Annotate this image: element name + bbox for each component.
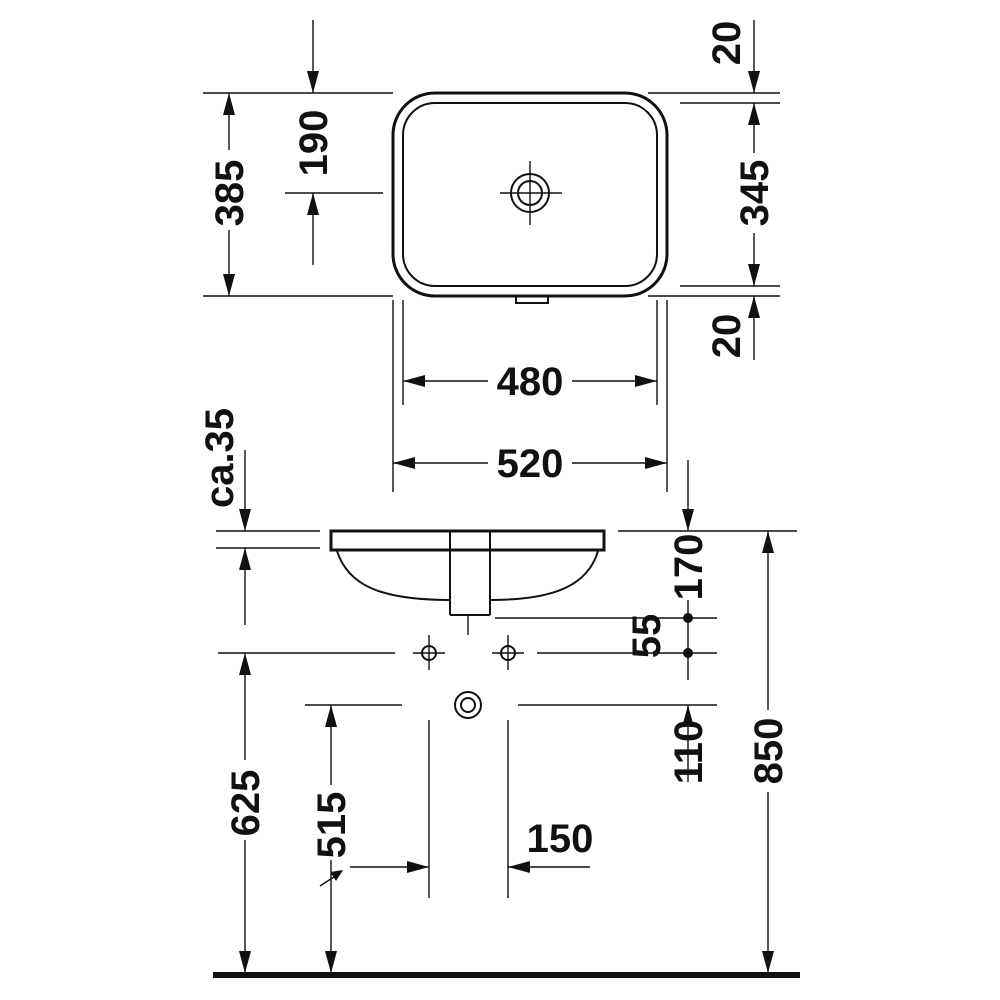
dim-520: 520 (393, 442, 667, 486)
basin-top-view (391, 91, 669, 304)
dim-850: 850 (747, 531, 791, 973)
dim-110-label: 110 (667, 720, 711, 785)
dim-625: 625 (224, 653, 268, 973)
dim-150-label: 150 (527, 817, 594, 861)
dim-345: 345 (733, 103, 777, 286)
dim-170: 170 (667, 460, 711, 623)
dim-480: 480 (403, 360, 657, 404)
side-view-extension-lines (216, 530, 797, 898)
dim-385: 385 (208, 93, 252, 296)
dim-480-label: 480 (497, 360, 564, 404)
dim-625-label: 625 (224, 770, 268, 837)
floor-line (213, 972, 800, 978)
dim-170-label: 170 (667, 534, 711, 601)
waste-outlet (454, 691, 482, 719)
basin-side-view (329, 529, 606, 635)
dim-20-bottom-label: 20 (705, 314, 749, 359)
dim-20-top-label: 20 (705, 21, 749, 66)
dim-20-top: 20 (705, 20, 760, 93)
dim-20-bottom: 20 (705, 296, 760, 360)
dim-850-label: 850 (747, 718, 791, 785)
dim-55: 55 (625, 614, 693, 680)
dim-190: 190 (292, 20, 336, 265)
dim-110: 110 (667, 705, 711, 784)
dim-520-label: 520 (497, 442, 564, 486)
dim-150: 150 (350, 817, 593, 873)
dim-345-label: 345 (733, 160, 777, 227)
dim-ca35: ca.35 (198, 408, 251, 625)
dim-385-label: 385 (208, 160, 252, 227)
dim-515-label: 515 (310, 792, 354, 859)
dim-515: 515 (310, 705, 354, 973)
dim-55-label: 55 (625, 614, 669, 659)
top-view-extension-lines (203, 92, 780, 492)
dim-ca35-label: ca.35 (198, 408, 242, 508)
tap-holes (413, 635, 524, 670)
dim-190-label: 190 (292, 110, 336, 177)
